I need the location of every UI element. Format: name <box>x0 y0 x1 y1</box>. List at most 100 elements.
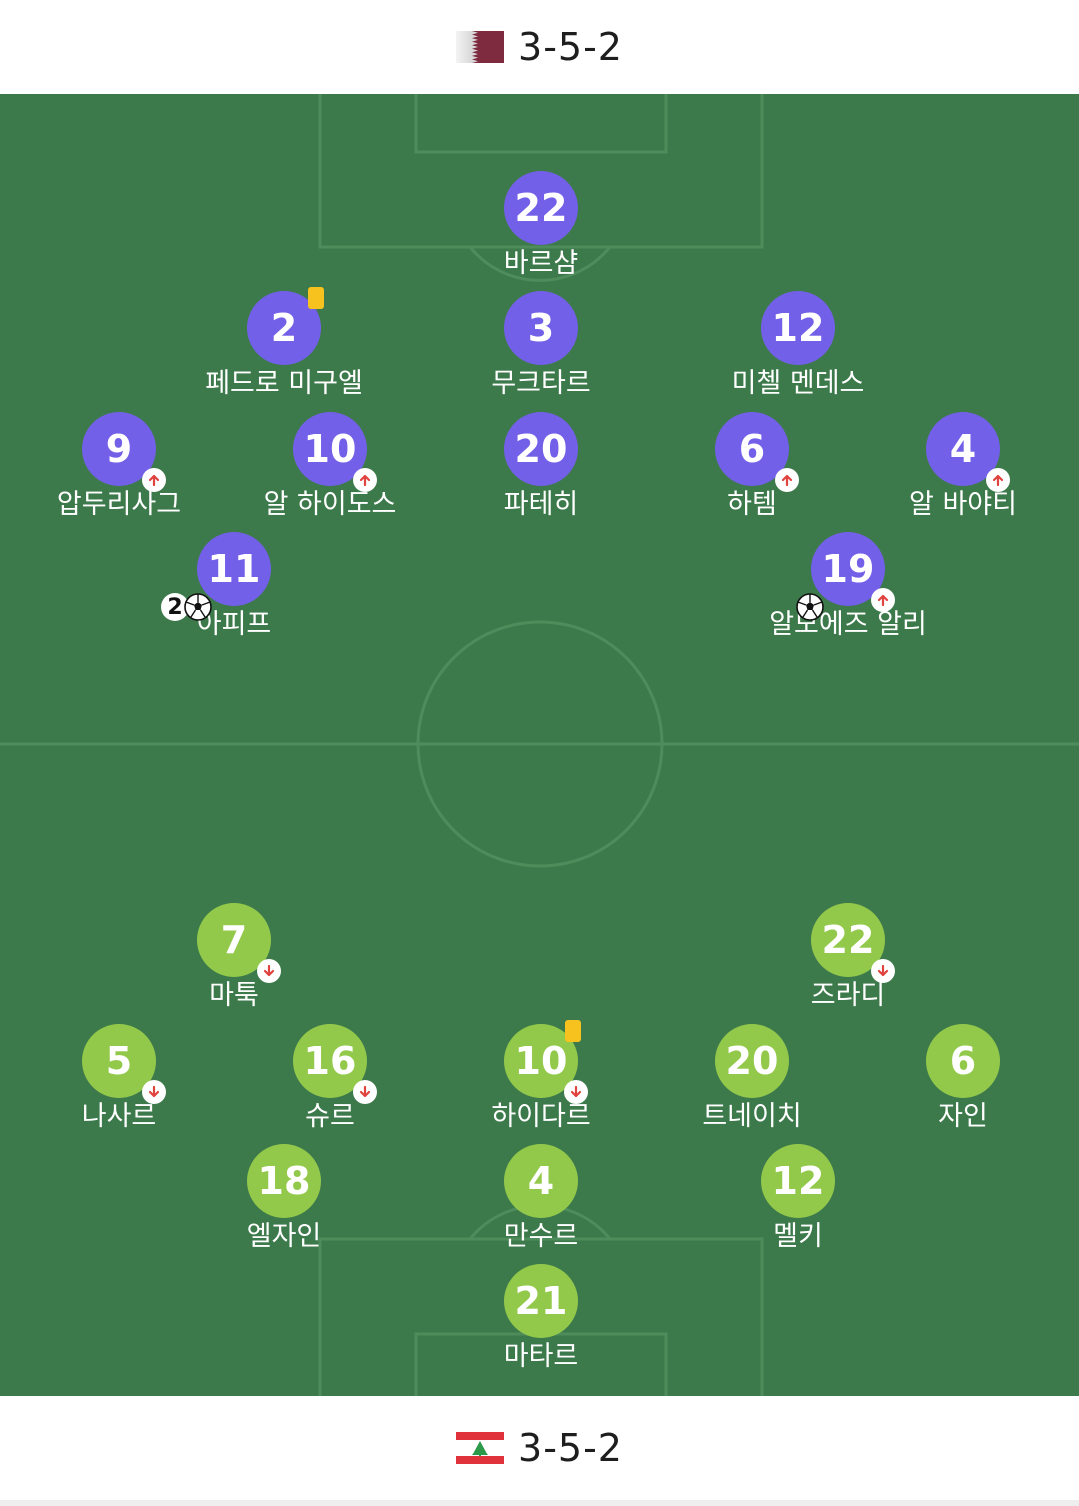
sub-in-arrow-icon <box>986 468 1010 492</box>
player-home-def-left[interactable]: 2 페드로 미구엘 <box>184 287 384 401</box>
player-number-badge: 11 2 <box>161 532 271 621</box>
sub-out-arrow-icon <box>564 1080 588 1104</box>
player-name: 트네이치 <box>702 1101 802 1132</box>
player-number: 16 <box>303 1039 357 1083</box>
player-name: 마타르 <box>503 1341 579 1372</box>
player-away-def-right[interactable]: 12 멜키 <box>698 1144 898 1254</box>
player-home-def-center[interactable]: 3 무크타르 <box>441 291 641 401</box>
player-number-badge: 12 <box>761 1144 835 1218</box>
player-number-badge: 3 <box>504 291 578 365</box>
player-number-badge: 5 <box>82 1024 166 1104</box>
player-home-fwd-right[interactable]: 19 알모에즈 알리 <box>748 532 948 642</box>
player-number-badge: 18 <box>247 1144 321 1218</box>
pitch: 22 바르샴 2 페드로 미구엘 3 무크타르 12 미첼 멘데스 9 압두리사… <box>0 94 1079 1396</box>
home-team-header: 3-5-2 <box>0 0 1079 94</box>
player-name: 나사르 <box>81 1101 157 1132</box>
player-name: 즈라디 <box>810 980 886 1011</box>
player-name: 하이다르 <box>491 1101 591 1132</box>
player-name: 멜키 <box>773 1221 823 1252</box>
player-away-fwd-left[interactable]: 7 마툭 <box>134 903 334 1013</box>
player-number: 3 <box>527 306 555 350</box>
player-number: 18 <box>257 1159 311 1203</box>
player-number-badge: 22 <box>811 903 895 983</box>
player-number: 22 <box>821 918 875 962</box>
player-number: 9 <box>105 427 133 471</box>
player-number: 12 <box>771 1159 825 1203</box>
player-name: 미첼 멘데스 <box>731 368 865 399</box>
away-team-header: 3-5-2 <box>0 1396 1079 1500</box>
player-away-mid-3[interactable]: 10 하이다르 <box>441 1020 641 1134</box>
player-home-mid-5[interactable]: 4 알 바야티 <box>863 412 1063 522</box>
soccer-ball-icon <box>796 593 824 621</box>
player-away-mid-1[interactable]: 5 나사르 <box>19 1024 219 1134</box>
sub-out-arrow-icon <box>257 959 281 983</box>
lebanon-flag-icon <box>456 1432 505 1464</box>
player-away-mid-2[interactable]: 16 슈르 <box>230 1024 430 1134</box>
player-number: 10 <box>514 1039 568 1083</box>
player-away-def-center[interactable]: 4 만수르 <box>441 1144 641 1254</box>
player-home-mid-4[interactable]: 6 하템 <box>652 412 852 522</box>
player-name: 만수르 <box>503 1221 579 1252</box>
bottom-divider <box>0 1500 1079 1506</box>
yellow-card-icon <box>565 1020 581 1042</box>
sub-out-arrow-icon <box>353 1080 377 1104</box>
sub-in-arrow-icon <box>142 468 166 492</box>
player-name: 파테히 <box>503 489 579 520</box>
player-name: 슈르 <box>305 1101 355 1132</box>
player-away-def-left[interactable]: 18 엘자인 <box>184 1144 384 1254</box>
sub-out-arrow-icon <box>871 959 895 983</box>
player-name: 자인 <box>938 1101 988 1132</box>
player-name: 알 바야티 <box>909 489 1017 520</box>
player-name: 마툭 <box>209 980 259 1011</box>
player-name: 알 하이도스 <box>263 489 397 520</box>
home-formation: 3-5-2 <box>518 25 623 69</box>
player-name: 압두리사그 <box>56 489 182 520</box>
player-home-fwd-left[interactable]: 11 2 아피프 <box>134 532 334 642</box>
sub-out-arrow-icon <box>142 1080 166 1104</box>
sub-in-arrow-icon <box>871 588 895 612</box>
player-name: 엘자인 <box>246 1221 322 1252</box>
player-number: 12 <box>771 306 825 350</box>
player-number-badge: 9 <box>82 412 166 492</box>
player-number-badge: 4 <box>504 1144 578 1218</box>
player-number: 20 <box>725 1039 779 1083</box>
goals-indicator <box>795 592 825 622</box>
player-number: 19 <box>821 547 875 591</box>
away-formation: 3-5-2 <box>518 1426 623 1470</box>
soccer-ball-icon <box>184 593 212 621</box>
player-number: 6 <box>949 1039 977 1083</box>
player-name: 하템 <box>727 489 777 520</box>
player-home-mid-1[interactable]: 9 압두리사그 <box>19 412 219 522</box>
player-number-badge: 4 <box>926 412 1010 492</box>
player-number: 20 <box>514 427 568 471</box>
player-away-fwd-right[interactable]: 22 즈라디 <box>748 903 948 1013</box>
player-home-gk[interactable]: 22 바르샴 <box>441 171 641 281</box>
player-away-mid-5[interactable]: 6 자인 <box>863 1024 1063 1134</box>
player-number-badge: 21 <box>504 1264 578 1338</box>
player-number: 10 <box>303 427 357 471</box>
player-number: 11 <box>207 547 261 591</box>
qatar-flag-icon <box>456 31 505 63</box>
player-number: 2 <box>270 306 298 350</box>
player-number: 22 <box>514 186 568 230</box>
player-number-badge: 20 <box>504 412 578 486</box>
player-away-mid-4[interactable]: 20 트네이치 <box>652 1024 852 1134</box>
player-number-badge: 6 <box>926 1024 1000 1098</box>
player-number: 21 <box>514 1279 568 1323</box>
player-number-badge: 7 <box>197 903 281 983</box>
player-number: 4 <box>949 427 977 471</box>
player-number-badge: 22 <box>504 171 578 245</box>
player-home-def-right[interactable]: 12 미첼 멘데스 <box>698 291 898 401</box>
player-name: 알모에즈 알리 <box>769 609 927 640</box>
player-number-badge: 6 <box>715 412 799 492</box>
player-away-gk[interactable]: 21 마타르 <box>441 1264 641 1374</box>
player-home-mid-2[interactable]: 10 알 하이도스 <box>230 412 430 522</box>
player-number-badge: 16 <box>293 1024 377 1104</box>
player-number-badge: 10 <box>504 1020 588 1104</box>
player-number: 6 <box>738 427 766 471</box>
player-number: 7 <box>220 918 248 962</box>
player-name: 바르샴 <box>503 248 579 279</box>
player-name: 페드로 미구엘 <box>205 368 363 399</box>
player-home-mid-3[interactable]: 20 파테히 <box>441 412 641 522</box>
goals-indicator: 2 <box>161 592 213 622</box>
